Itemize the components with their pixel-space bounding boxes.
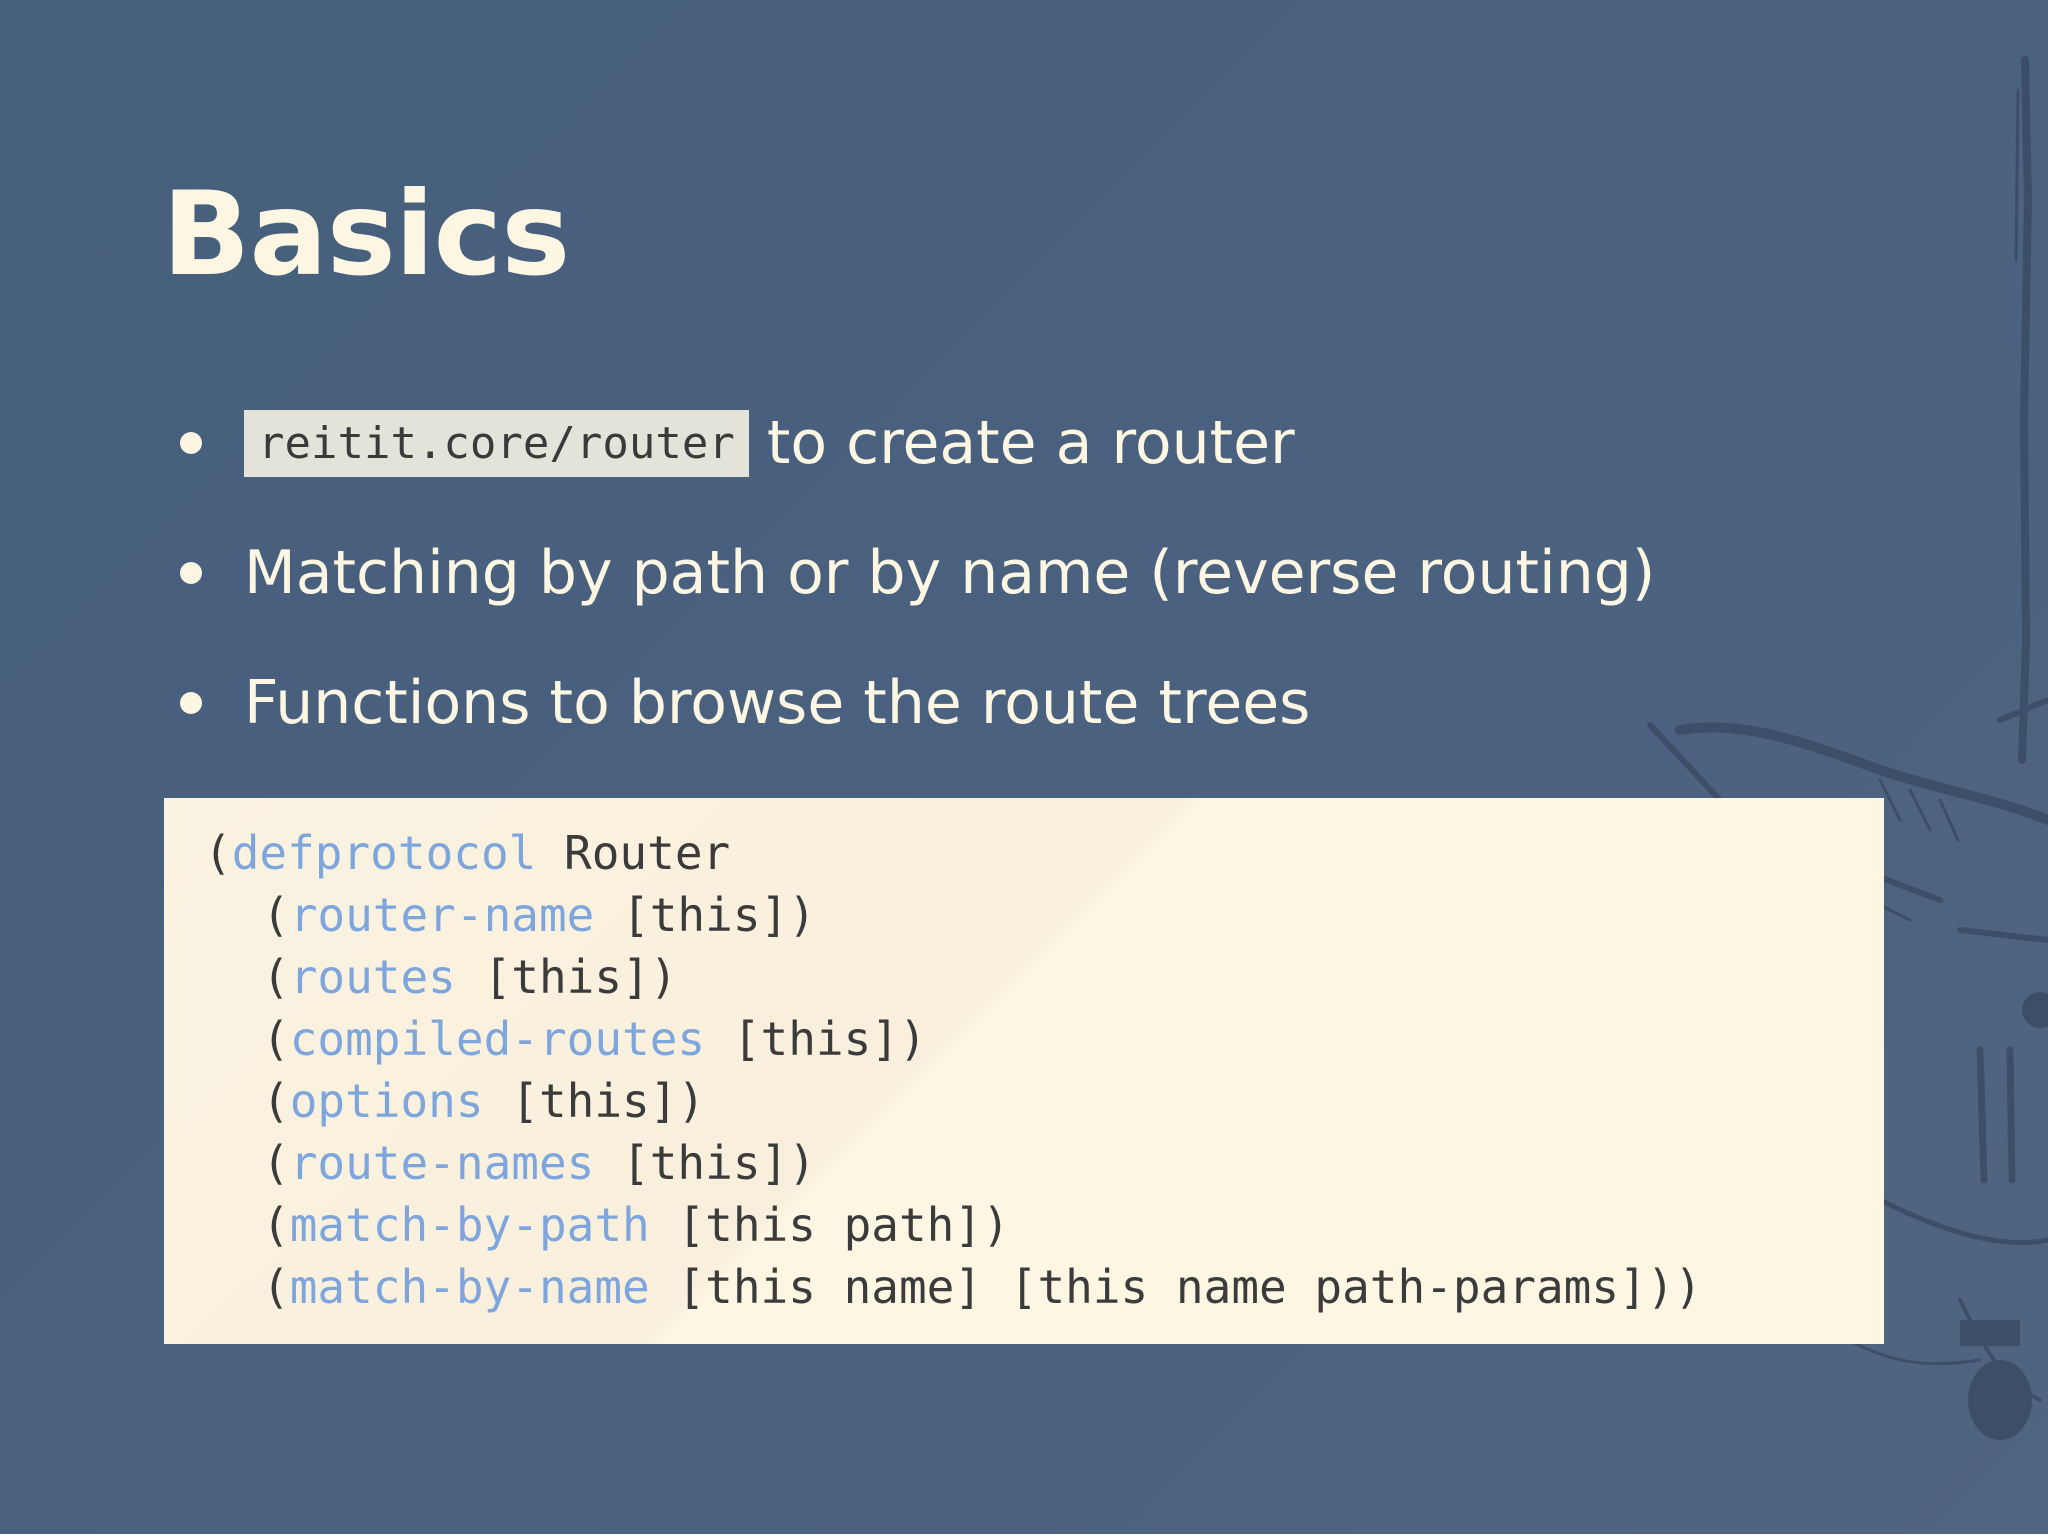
code-paren: ( <box>262 1012 290 1066</box>
code-keyword: defprotocol <box>231 826 537 880</box>
bullet-text: Functions to browse the route trees <box>244 668 1311 738</box>
code-block: (defprotocol Router (router-name [this])… <box>164 798 1884 1344</box>
code-line: (compiled-routes [this]) <box>204 1008 1884 1070</box>
slide-title: Basics <box>162 167 570 302</box>
code-keyword: compiled-routes <box>289 1012 706 1066</box>
code-rest: [this]) <box>594 1136 816 1190</box>
code-paren: ( <box>262 1260 290 1314</box>
code-line: (route-names [this]) <box>204 1132 1884 1194</box>
code-keyword: routes <box>289 950 456 1004</box>
bullet-list: reitit.core/router to create a router Ma… <box>180 378 1655 768</box>
code-paren: ( <box>204 826 232 880</box>
bullet-item: Functions to browse the route trees <box>180 638 1655 768</box>
inline-code: reitit.core/router <box>244 409 749 477</box>
code-line: (routes [this]) <box>204 946 1884 1008</box>
code-keyword: match-by-path <box>289 1198 650 1252</box>
code-line: (options [this]) <box>204 1070 1884 1132</box>
code-line: (router-name [this]) <box>204 884 1884 946</box>
code-rest: [this]) <box>455 950 678 1004</box>
code-keyword: router-name <box>289 888 595 942</box>
code-rest: [this]) <box>483 1074 706 1128</box>
code-rest: [this]) <box>594 888 816 942</box>
code-paren: ( <box>262 888 290 942</box>
code-rest: Router <box>536 826 731 880</box>
code-keyword: options <box>289 1074 484 1128</box>
code-line: (defprotocol Router <box>204 822 1884 884</box>
bullet-text: to create a router <box>766 408 1295 478</box>
code-line: (match-by-path [this path]) <box>204 1194 1884 1256</box>
code-paren: ( <box>262 1198 290 1252</box>
code-keyword: match-by-name <box>289 1260 650 1314</box>
code-paren: ( <box>262 950 290 1004</box>
code-rest: [this]) <box>705 1012 927 1066</box>
bullet-dot-icon <box>180 432 202 454</box>
code-keyword: route-names <box>289 1136 595 1190</box>
bullet-text: Matching by path or by name (reverse rou… <box>244 538 1656 608</box>
code-rest: [this path]) <box>649 1198 1010 1252</box>
code-rest: [this name] [this name path-params])) <box>649 1260 1703 1314</box>
code-paren: ( <box>262 1074 290 1128</box>
bullet-item: Matching by path or by name (reverse rou… <box>180 508 1655 638</box>
bullet-item: reitit.core/router to create a router <box>180 378 1655 508</box>
code-line: (match-by-name [this name] [this name pa… <box>204 1256 1884 1318</box>
bullet-dot-icon <box>180 692 202 714</box>
code-paren: ( <box>262 1136 290 1190</box>
bullet-dot-icon <box>180 562 202 584</box>
